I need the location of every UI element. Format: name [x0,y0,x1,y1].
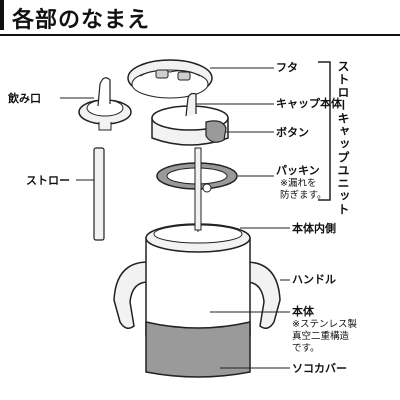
label-straw: ストロー [26,174,70,187]
lid-illustration [127,59,213,99]
label-cap-body: キャップ本体 [276,97,342,110]
label-futa: フタ [276,61,298,74]
label-handle: ハンドル [292,273,336,286]
cap-body-illustration [151,92,229,146]
label-bottom-cover: ソコカバー [292,362,347,375]
cup-illustration [113,223,281,378]
body-note: ※ステンレス製 真空二重構造 です。 [292,319,357,354]
label-packing: パッキン [276,164,320,177]
title-divider [0,34,400,36]
packing-note: ※漏れを 防ぎます。 [280,178,327,201]
leader-lines [60,67,290,369]
label-nomikuchi: 飲み口 [8,92,41,105]
label-button: ボタン [276,126,309,139]
label-body: 本体 [292,305,314,318]
straw-illustration [93,147,105,241]
group-label-straw-cap-unit: ストローキャップユニット [336,60,350,216]
page-title: 各部のなまえ [12,8,151,33]
title-accent-bar [0,0,4,30]
unit-bracket [318,61,331,201]
mouthpiece-illustration [78,77,132,131]
label-body-inner: 本体内側 [292,222,336,235]
